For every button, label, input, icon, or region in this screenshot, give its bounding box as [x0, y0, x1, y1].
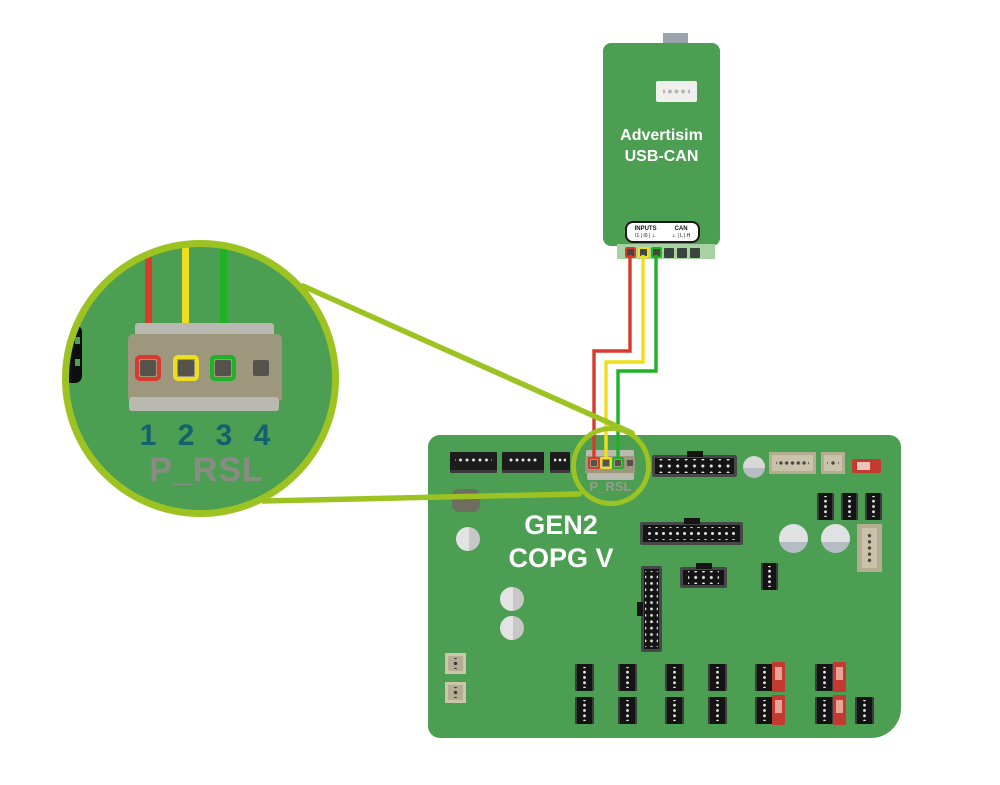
vertical-connector	[708, 697, 727, 724]
pin1-red-box-zoom	[135, 355, 161, 381]
pin-header	[550, 452, 570, 473]
wire-yellow-zoom	[182, 247, 189, 356]
can-title: CAN	[674, 225, 688, 232]
pin-header	[502, 452, 544, 473]
device-body	[603, 43, 720, 246]
vertical-connector	[855, 697, 874, 724]
edge-component-notch	[75, 337, 80, 344]
vertical-connector	[817, 493, 834, 520]
pin-number-1: 1	[139, 419, 157, 452]
board-title-line1: GEN2	[524, 510, 598, 540]
red-fuse	[772, 662, 785, 692]
pin-zoom	[252, 360, 269, 376]
pin-numbers: 1 2 3 4	[129, 419, 281, 453]
mount-hole	[456, 527, 480, 551]
vertical-connector	[815, 664, 834, 691]
can-pins: ⊥ | L | H	[671, 232, 691, 239]
pin-header	[450, 452, 497, 473]
edge-component-notch	[75, 359, 80, 366]
terminal-red	[624, 247, 636, 258]
red-fuse	[833, 662, 846, 692]
mount-hole	[821, 524, 850, 553]
terminal-label-plate: INPUTS I1 | I0 | ⊥ CAN ⊥ | L | H	[625, 221, 700, 243]
vertical-connector	[665, 697, 684, 724]
vertical-connector	[815, 697, 834, 724]
red-fuse	[772, 695, 785, 725]
mount-hole	[500, 587, 524, 611]
device-title-line2: USB-CAN	[624, 148, 699, 165]
terminal-green	[650, 247, 662, 258]
wire-green-zoom	[219, 248, 227, 355]
vertical-connector	[665, 664, 684, 691]
tan-connector-6pin	[769, 452, 816, 474]
vertical-connector	[575, 697, 594, 724]
pin-zoom	[140, 360, 156, 376]
inputs-title: INPUTS	[634, 225, 657, 232]
idc-connector	[640, 518, 743, 545]
red-switch	[852, 459, 881, 473]
pin-number-3: 3	[215, 419, 233, 452]
tan-connector-vertical	[857, 524, 882, 572]
mount-hole	[500, 616, 524, 640]
mount-hole	[779, 524, 808, 553]
terminal	[690, 247, 700, 258]
tan-connector-2pin	[821, 452, 845, 474]
inputs-pins: I1 | I0 | ⊥	[635, 232, 656, 239]
device-port	[656, 81, 697, 102]
vertical-connector	[865, 493, 882, 520]
terminal	[664, 247, 674, 258]
can-section: CAN ⊥ | L | H	[672, 226, 691, 239]
vertical-connector	[575, 664, 594, 691]
inputs-section: INPUTS I1 | I0 | ⊥	[635, 226, 657, 239]
terminal	[677, 247, 687, 258]
device-title: Advertisim USB-CAN	[603, 125, 720, 167]
edge-component	[69, 325, 82, 383]
vertical-connector	[708, 664, 727, 691]
red-fuse	[833, 695, 846, 725]
idc-connector-2x4	[680, 563, 727, 588]
connector-bar-zoom	[135, 323, 274, 336]
terminal-strip	[617, 244, 715, 259]
vertical-connector	[841, 493, 858, 520]
vertical-connector	[618, 664, 637, 691]
pin-zoom	[177, 360, 194, 376]
pin-number-4: 4	[253, 419, 271, 452]
tan-square-connector	[445, 682, 466, 703]
callout-circle: 1 2 3 4 P_RSL	[62, 240, 339, 517]
device-title-line1: Advertisim	[620, 127, 703, 144]
mount-hole	[743, 456, 765, 478]
board-title: GEN2 COPG V	[466, 509, 656, 575]
highlight-ring	[571, 426, 651, 506]
vertical-connector	[761, 563, 778, 590]
tan-square-connector	[445, 653, 466, 674]
pin-zoom	[215, 360, 231, 376]
board-title-line2: COPG V	[508, 543, 614, 573]
vertical-connector	[618, 697, 637, 724]
wire-red-zoom	[144, 255, 152, 356]
connector-bar-zoom	[129, 397, 279, 411]
idc-connector	[652, 451, 737, 477]
idc-connector-vertical	[637, 566, 662, 652]
main-board: P_RSL GEN2 COPG V	[428, 435, 901, 738]
pin-number-2: 2	[177, 419, 195, 452]
callout-prsl-label: P_RSL	[149, 451, 264, 489]
pin2-yellow-box-zoom	[172, 355, 199, 381]
callout-line-upper	[300, 283, 635, 436]
pin3-green-box-zoom	[210, 355, 236, 381]
terminal-yellow	[637, 247, 649, 258]
